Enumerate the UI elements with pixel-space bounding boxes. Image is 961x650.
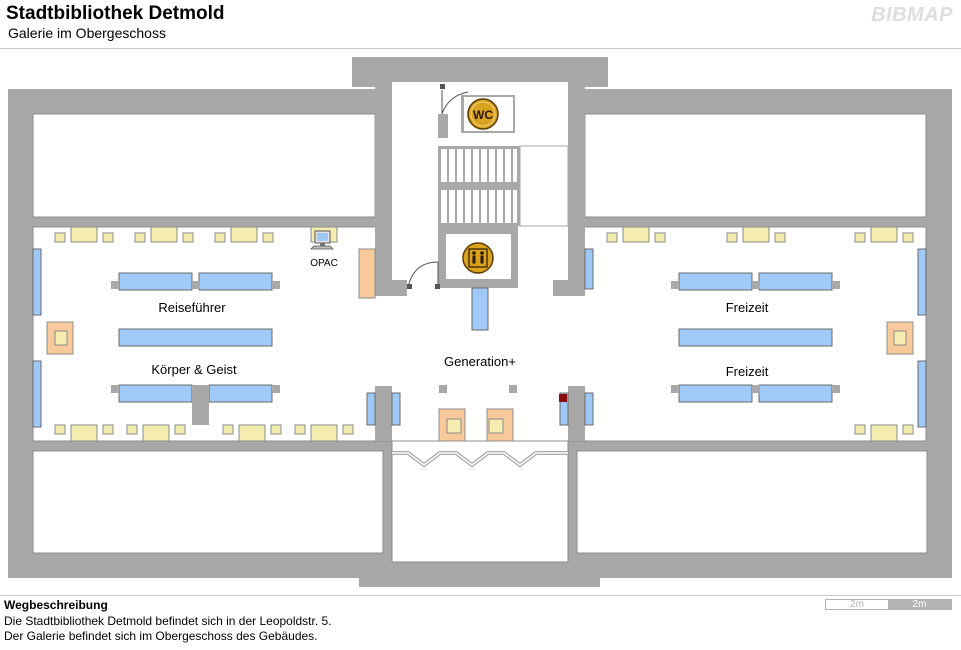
scale-segment-1: 2m bbox=[826, 600, 888, 610]
scale-bar: 2m 2m bbox=[825, 599, 952, 610]
wc-icon bbox=[467, 98, 499, 130]
shelves bbox=[32, 248, 927, 428]
directions-heading: Wegbeschreibung bbox=[4, 598, 108, 612]
core-walls bbox=[375, 82, 585, 441]
tables bbox=[46, 248, 914, 442]
area-label-freizeit-top: Freizeit bbox=[726, 300, 769, 315]
area-label-koerper-geist: Körper & Geist bbox=[151, 362, 237, 377]
area-label-reisefuehrer: Reiseführer bbox=[158, 300, 226, 315]
area-label-freizeit-bottom: Freizeit bbox=[726, 364, 769, 379]
elevator-icon bbox=[462, 242, 494, 274]
page-subtitle: Galerie im Obergeschoss bbox=[8, 25, 166, 41]
seating bbox=[54, 226, 914, 442]
area-label-generation: Generation+ bbox=[444, 354, 516, 369]
computer-icon[interactable] bbox=[310, 230, 334, 250]
elevator-shelf bbox=[471, 287, 489, 331]
opac-label: OPAC bbox=[310, 258, 338, 269]
footer-divider bbox=[0, 595, 961, 596]
directions-line-2: Der Galerie befindet sich im Obergeschos… bbox=[4, 629, 318, 643]
directions-line-1: Die Stadtbibliothek Detmold befindet sic… bbox=[4, 614, 332, 628]
bibmap-logo: BIBMAP bbox=[871, 4, 953, 26]
page-title: Stadtbibliothek Detmold bbox=[6, 3, 225, 24]
rooms bbox=[32, 113, 928, 554]
header-divider bbox=[0, 48, 961, 49]
scale-segment-2: 2m bbox=[888, 600, 951, 610]
location-marker bbox=[559, 394, 567, 402]
wc-label: WC bbox=[473, 108, 493, 122]
staircase bbox=[438, 145, 569, 227]
doors bbox=[407, 261, 440, 289]
shelf-supports bbox=[111, 281, 840, 425]
